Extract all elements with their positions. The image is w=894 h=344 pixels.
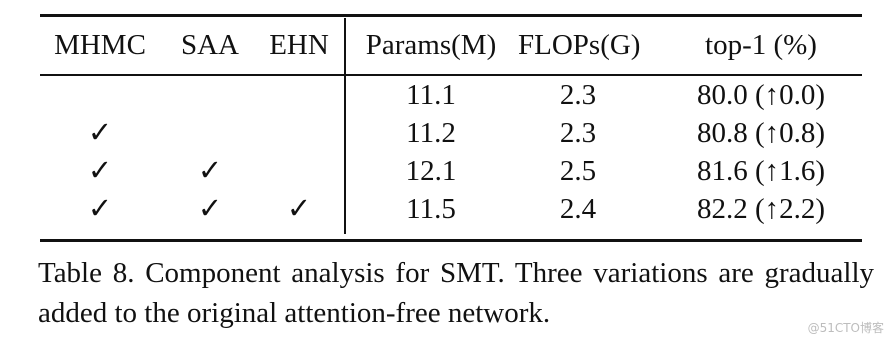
checkmark-mhmc: ✓ bbox=[87, 155, 113, 187]
table-bottom-rule bbox=[40, 239, 862, 242]
checkmark-saa: ✓ bbox=[197, 155, 223, 187]
watermark: @51CTO博客 bbox=[807, 321, 884, 335]
cell-params: 11.1 bbox=[406, 79, 456, 111]
cell-flops: 2.4 bbox=[559, 193, 597, 225]
cell-flops: 2.3 bbox=[559, 79, 597, 111]
checkmark-saa: ✓ bbox=[197, 193, 223, 225]
cell-top1: 80.0 (↑0.0) bbox=[696, 79, 826, 111]
header-top1: top-1 (%) bbox=[705, 29, 817, 61]
cell-flops: 2.3 bbox=[559, 117, 597, 149]
table-top-rule bbox=[40, 14, 862, 17]
header-saa: SAA bbox=[180, 29, 239, 61]
checkmark-mhmc: ✓ bbox=[87, 117, 113, 149]
checkmark-mhmc: ✓ bbox=[87, 193, 113, 225]
header-flops: FLOPs(G) bbox=[518, 29, 641, 61]
cell-top1: 82.2 (↑2.2) bbox=[696, 193, 826, 225]
table-header-rule bbox=[40, 74, 862, 76]
table-row: ✓ ✓ ✓ 11.5 2.4 82.2 (↑2.2) bbox=[40, 189, 862, 229]
cell-flops: 2.5 bbox=[559, 155, 597, 187]
cell-params: 11.2 bbox=[406, 117, 456, 149]
checkmark-ehn: ✓ bbox=[286, 193, 312, 225]
table-column-divider bbox=[344, 18, 346, 234]
cell-params: 12.1 bbox=[405, 155, 457, 187]
header-mhmc: MHMC bbox=[54, 29, 146, 61]
table-caption: Table 8. Component analysis for SMT. Thr… bbox=[38, 257, 874, 329]
table-row: 11.1 2.3 80.0 (↑0.0) bbox=[40, 75, 862, 115]
table-header-row: MHMC SAA EHN Params(M) FLOPs(G) top-1 (%… bbox=[40, 25, 862, 65]
table-row: ✓ 11.2 2.3 80.8 (↑0.8) bbox=[40, 113, 862, 153]
table-row: ✓ ✓ 12.1 2.5 81.6 (↑1.6) bbox=[40, 151, 862, 191]
header-params: Params(M) bbox=[365, 29, 497, 61]
cell-top1: 81.6 (↑1.6) bbox=[696, 155, 826, 187]
header-ehn: EHN bbox=[269, 29, 329, 61]
cell-params: 11.5 bbox=[406, 193, 456, 225]
cell-top1: 80.8 (↑0.8) bbox=[696, 117, 826, 149]
